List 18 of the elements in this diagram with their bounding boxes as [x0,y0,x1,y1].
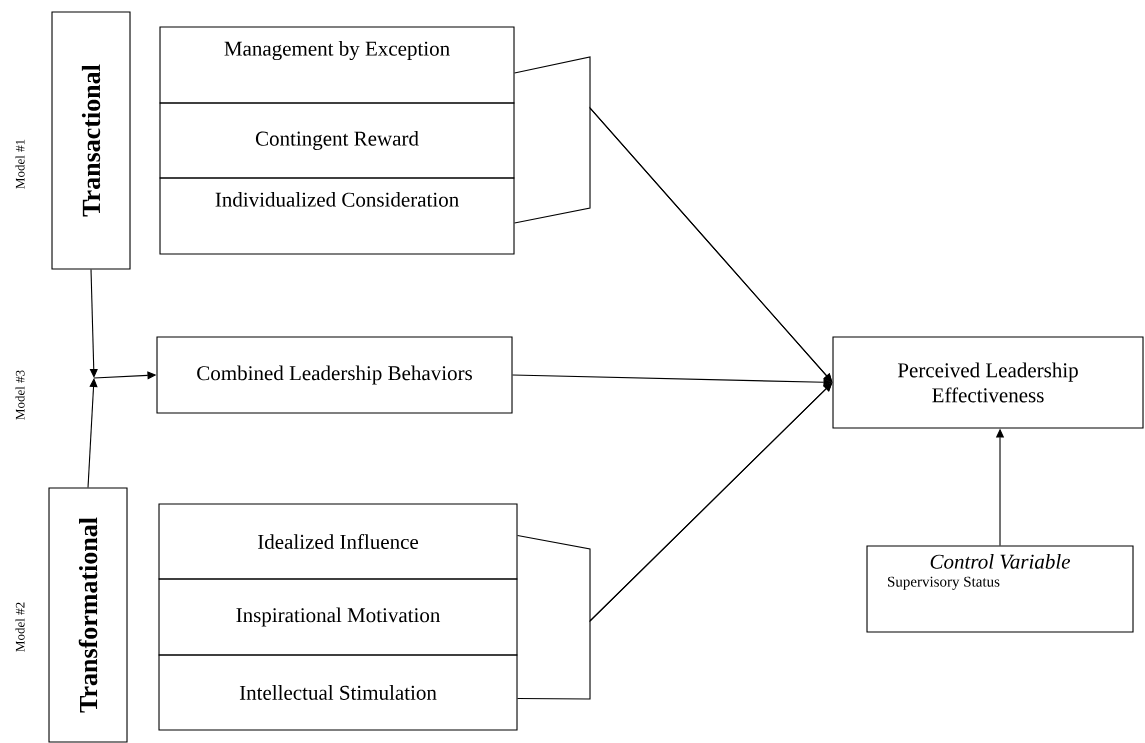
model-label: Model #1 [15,139,25,189]
construct-cell: Inspirational Motivation [158,578,518,656]
model-label: Model #2 [15,602,25,652]
model-box: Transformational [48,487,128,743]
model-box: Transactional [51,11,131,270]
variable-box: Combined Leadership Behaviors [156,336,513,414]
arrow [517,382,833,700]
variable-box: Perceived Leadership Effectiveness [832,336,1144,429]
control-variable-box: Control Variable Supervisory Status [866,545,1134,633]
construct-cell: Management by Exception [159,26,515,104]
arrow [89,269,98,378]
arrow [514,106,833,383]
model-label: Model #3 [15,370,25,420]
construct-cell: Intellectual Stimulation [158,654,518,731]
construct-cell: Contingent Reward [159,102,515,179]
arrow [87,378,98,488]
construct-cell: Individualized Consideration [159,177,515,255]
construct-cell: Idealized Influence [158,503,518,580]
